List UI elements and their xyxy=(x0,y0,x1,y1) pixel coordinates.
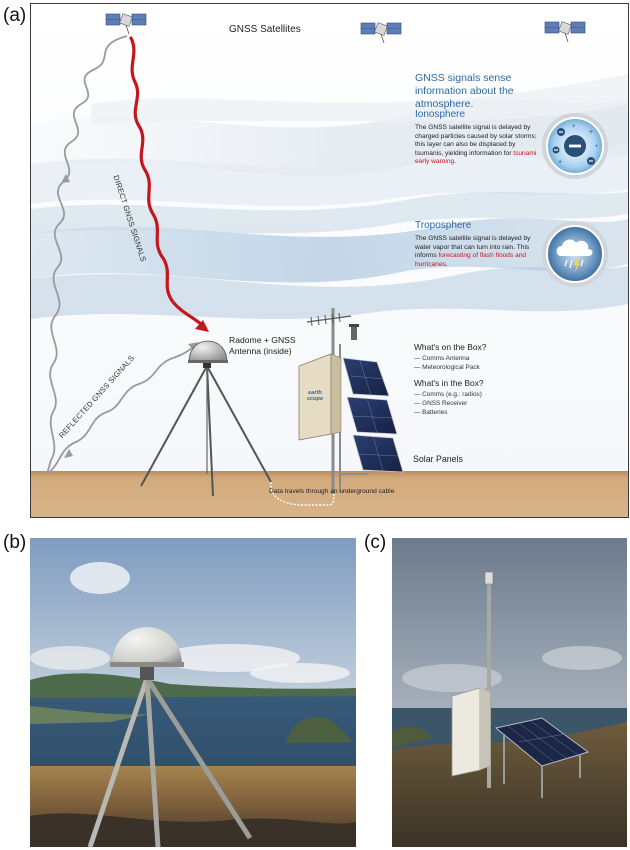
atmosphere-intro: GNSS signals sense information about the… xyxy=(415,72,514,110)
troposphere-title: Troposphere xyxy=(415,220,472,231)
solar-panels-label: Solar Panels xyxy=(413,454,463,464)
ionosphere-title: Ionosphere xyxy=(415,109,466,120)
svg-text:+: + xyxy=(589,129,593,136)
box-in-item: — GNSS Receiver xyxy=(414,400,468,407)
troposphere-highlight: forecasting of flash floods and hurrican… xyxy=(415,252,527,268)
reflected-signal-path xyxy=(46,35,128,475)
box-on-item: — Comms Antenna xyxy=(414,355,470,362)
direct-signal-path xyxy=(129,36,203,326)
satellite-icon xyxy=(544,21,586,43)
ionosphere-highlight: tsunami early warning xyxy=(415,149,537,166)
panel-label-b: (b) xyxy=(3,532,27,553)
troposphere-end: . xyxy=(445,260,448,268)
satellite-icon xyxy=(105,13,147,35)
diagram-canvas: + + + + xyxy=(31,4,628,517)
satellite-icon xyxy=(360,22,402,44)
panel-label-a: (a) xyxy=(3,5,27,26)
ionosphere-body: The GNSS satellite signal is delayed by … xyxy=(415,124,537,157)
box-in-item: — Comms (e.g.: radios) xyxy=(414,391,482,398)
box-on-title: What's on the Box? xyxy=(414,342,487,352)
troposphere-description: The GNSS satellite signal is delayed by … xyxy=(415,235,540,269)
svg-text:+: + xyxy=(558,159,562,166)
svg-text:+: + xyxy=(572,124,576,130)
logo-text: earth scope xyxy=(306,390,324,402)
box-in-item: — Batteries xyxy=(414,409,448,416)
ionosphere-icon: + + + + xyxy=(542,113,608,179)
underground-cable xyxy=(270,481,335,506)
cable-label: Data travels through an underground cabl… xyxy=(269,488,395,495)
photo-station-box xyxy=(392,538,627,847)
troposphere-body: The GNSS satellite signal is delayed by … xyxy=(415,235,531,260)
ionosphere-end: . xyxy=(454,158,457,166)
photo-radome-antenna xyxy=(30,538,356,847)
box-in-title: What's in the Box? xyxy=(414,378,484,388)
rain-cloud-icon xyxy=(542,221,608,287)
radome-label: Radome + GNSS Antenna (inside) xyxy=(229,335,296,356)
ionosphere-description: The GNSS satellite signal is delayed by … xyxy=(415,124,540,167)
box-on-item: — Meteorological Pack xyxy=(414,364,480,371)
diagram-panel: + + + + xyxy=(30,3,629,518)
panel-label-c: (c) xyxy=(364,532,387,553)
svg-text:+: + xyxy=(595,144,599,150)
tripod-antenna xyxy=(140,340,272,497)
satellites-title: GNSS Satellites xyxy=(229,24,301,35)
station-assembly xyxy=(298,308,404,494)
earthscope-logo: earth scope xyxy=(303,390,327,402)
